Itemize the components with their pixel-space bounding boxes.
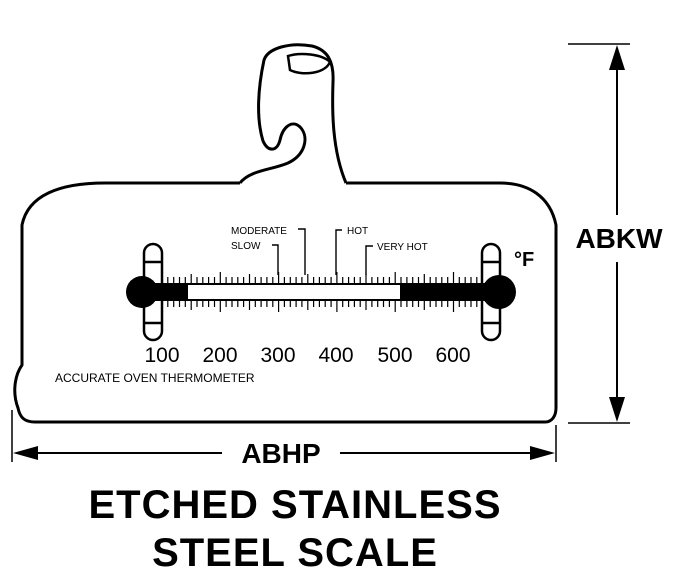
zone-label-very-hot: VERY HOT [377,242,428,253]
thermometer-tube-fill-left [148,284,188,300]
caption-line-2: STEEL SCALE [152,531,438,575]
unit-label: °F [514,249,534,271]
caption-line-1: ETCHED STAINLESS [88,483,502,527]
scale-number: 300 [260,344,295,367]
width-arrow-left-icon [13,446,38,460]
scale-plate [13,181,558,424]
scale-number: 500 [377,344,412,367]
scale-number: 100 [144,344,179,367]
scale-number: 600 [435,344,470,367]
zone-label-slow: SLOW [231,241,261,252]
height-label: ABKW [575,223,663,254]
hanger-loop [286,52,332,75]
height-arrow-down-icon [609,397,625,422]
zone-label-moderate: MODERATE [231,226,287,237]
height-arrow-up-icon [609,45,625,70]
zone-pointers [272,228,373,275]
width-label: ABHP [241,438,320,469]
right-bulb [482,275,516,309]
product-label: ACCURATE OVEN THERMOMETER [55,371,255,385]
hanger-hook [238,43,348,185]
width-arrow-right-icon [530,446,555,460]
zone-label-hot: HOT [347,226,368,237]
scale-number: 200 [202,344,237,367]
thermometer-tube-fill-right [400,284,498,300]
left-bulb [126,276,158,308]
scale-number: 400 [318,344,353,367]
